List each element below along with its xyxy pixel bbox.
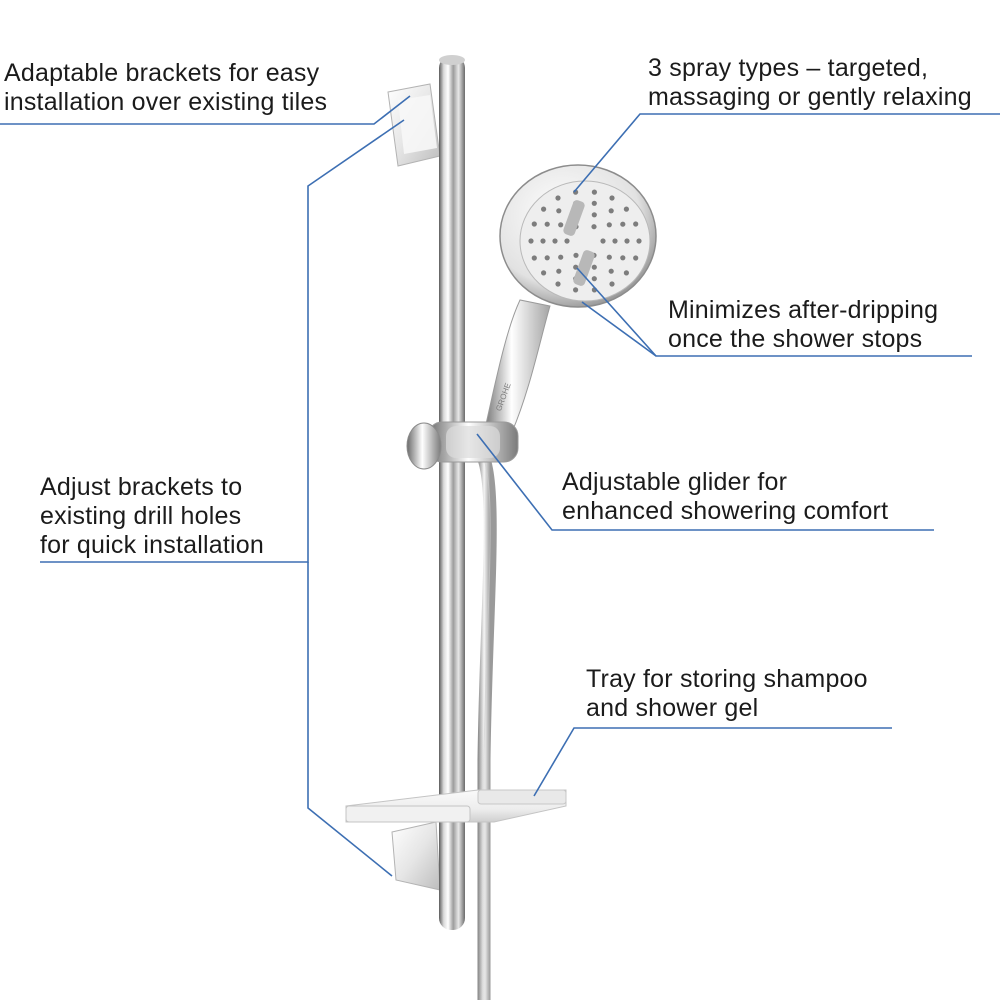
nozzle-dot	[624, 238, 630, 244]
callout-text: for quick installation	[40, 531, 264, 559]
nozzle-dot	[633, 255, 639, 261]
nozzle-dot	[531, 221, 537, 227]
leader-line-drill-holes-bottom	[307, 562, 393, 877]
callout-text: once the shower stops	[668, 325, 923, 353]
leader-lines	[0, 95, 1000, 877]
nozzle-dot	[623, 206, 630, 212]
nozzle-dot	[591, 224, 597, 230]
hand-shower-handle: GROHE	[485, 299, 551, 433]
nozzle-dot	[558, 222, 564, 228]
adjustable-glider	[406, 421, 519, 470]
nozzle-dot	[591, 189, 598, 195]
nozzle-dot	[555, 281, 561, 287]
nozzle-dot	[531, 255, 537, 261]
nozzle-dot	[606, 254, 612, 260]
callout-spray-types: 3 spray types – targeted, massaging or g…	[648, 54, 972, 112]
nozzle-dot	[558, 254, 564, 260]
nozzle-dot	[573, 287, 579, 293]
callout-brackets-tiles: Adaptable brackets for easy installation…	[4, 59, 327, 117]
nozzle-dot	[608, 208, 614, 214]
callout-text: massaging or gently relaxing	[648, 83, 972, 111]
nozzle-dot	[552, 238, 558, 244]
slide-rail	[439, 56, 465, 930]
nozzle-dot	[609, 281, 615, 287]
soap-tray	[345, 789, 567, 823]
nozzle-dot	[609, 195, 615, 201]
callout-text: Adjust brackets to	[40, 473, 243, 501]
nozzle-dot	[600, 238, 606, 244]
nozzle-dot	[573, 252, 579, 258]
shower-head	[499, 164, 657, 308]
nozzle-dot	[636, 238, 642, 244]
callout-text: Minimizes after-dripping	[668, 296, 939, 324]
nozzle-dot	[540, 238, 546, 244]
nozzle-dot	[623, 270, 630, 276]
callout-after-dripping: Minimizes after-dripping once the shower…	[668, 296, 938, 354]
leader-line-spray-types	[573, 113, 1000, 193]
callout-text: Tray for storing shampoo	[586, 665, 868, 693]
leader-line-brackets-tiles	[0, 95, 411, 125]
bottom-wall-bracket	[391, 821, 441, 891]
nozzle-dot	[556, 268, 562, 274]
nozzle-dot	[612, 238, 618, 244]
nozzle-dot	[541, 270, 547, 276]
callout-text: enhanced showering comfort	[562, 497, 889, 525]
callout-text: Adjustable glider for	[562, 468, 788, 496]
nozzle-dot	[591, 200, 597, 206]
nozzle-dot	[528, 238, 534, 244]
nozzle-dot	[556, 208, 562, 214]
nozzle-dot	[591, 276, 597, 282]
leader-line-drill-holes	[40, 119, 405, 563]
top-wall-bracket	[387, 83, 441, 167]
callout-text: installation over existing tiles	[4, 88, 328, 116]
nozzle-dot	[608, 268, 614, 274]
nozzle-dot	[591, 264, 597, 270]
nozzle-dot	[620, 255, 626, 261]
nozzle-dot	[606, 222, 612, 228]
callout-text: and shower gel	[586, 694, 759, 722]
callout-text: existing drill holes	[40, 502, 242, 530]
leader-line-tray	[533, 727, 892, 797]
nozzle-dot	[633, 221, 639, 227]
nozzle-dot	[544, 255, 550, 261]
callout-tray: Tray for storing shampoo and shower gel	[586, 665, 868, 723]
nozzle-dot	[555, 195, 561, 201]
nozzle-dot	[541, 206, 547, 212]
callout-glider: Adjustable glider for enhanced showering…	[562, 468, 888, 526]
nozzle-dot	[544, 221, 550, 227]
nozzle-dot	[591, 212, 597, 218]
callout-text: 3 spray types – targeted,	[648, 54, 929, 82]
nozzle-dot	[564, 238, 570, 244]
callout-text: Adaptable brackets for easy	[4, 59, 320, 87]
nozzle-dot	[620, 221, 626, 227]
leader-line-after-dripping-2	[581, 301, 657, 357]
leader-line-glider	[476, 433, 934, 531]
callout-drill-holes: Adjust brackets to existing drill holes …	[40, 473, 264, 560]
